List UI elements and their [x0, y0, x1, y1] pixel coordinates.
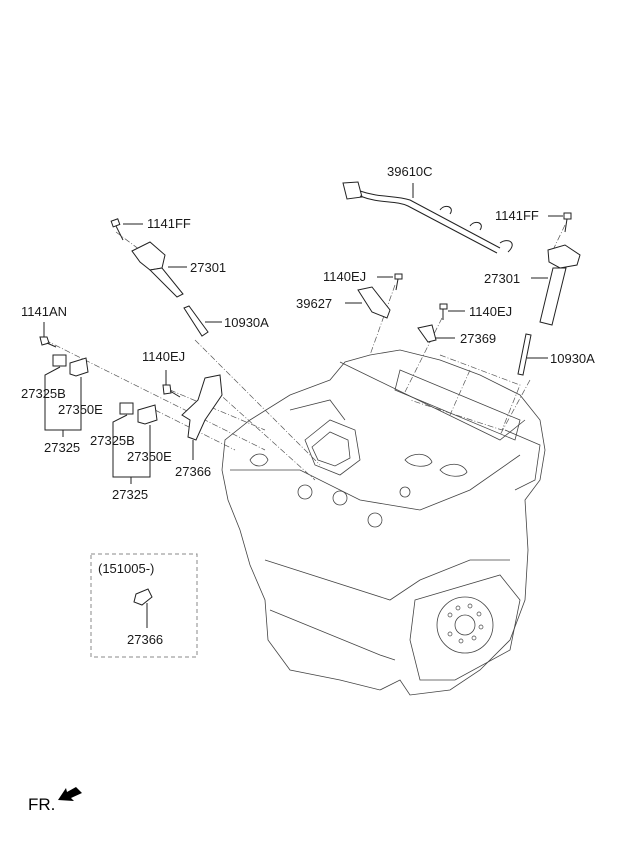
label-1141FF-right[interactable]: 1141FF — [495, 208, 539, 223]
front-indicator: FR. — [28, 795, 56, 814]
label-27325-2[interactable]: 27325 — [112, 487, 149, 502]
label-39610C[interactable]: 39610C — [387, 164, 433, 179]
label-27325-1[interactable]: 27325 — [44, 440, 81, 455]
label-27369[interactable]: 27369 — [460, 331, 497, 346]
label-10930A-left[interactable]: 10930A — [224, 315, 269, 330]
ignition-coil-27301-left[interactable] — [131, 241, 187, 298]
spark-plug-10930A-left[interactable] — [183, 305, 222, 337]
knock-sensor-group-1[interactable] — [44, 354, 89, 437]
label-1140EJ-right[interactable]: 1140EJ — [469, 304, 513, 319]
bolt-1140EJ-right[interactable] — [439, 303, 465, 320]
label-1141AN[interactable]: 1141AN — [21, 304, 68, 319]
bolt-1140EJ-top[interactable] — [377, 273, 403, 291]
label-27325B-1[interactable]: 27325B — [21, 386, 66, 401]
sensor-39627[interactable] — [345, 286, 391, 319]
label-27350E-1[interactable]: 27350E — [58, 402, 103, 417]
label-27301-left[interactable]: 27301 — [190, 260, 227, 275]
bracket-27366[interactable] — [181, 374, 223, 460]
spark-plug-10930A-right[interactable] — [517, 333, 548, 376]
bolt-1141FF-right[interactable] — [548, 212, 572, 233]
sensor-27369[interactable] — [417, 324, 455, 343]
wiring-harness-39610C[interactable] — [342, 181, 513, 254]
label-27366-inset[interactable]: 27366 — [127, 632, 164, 647]
bolt-1141AN[interactable] — [39, 322, 57, 348]
inset-box — [90, 553, 198, 658]
label-27366[interactable]: 27366 — [175, 464, 212, 479]
inset-note: (151005-) — [98, 561, 155, 576]
label-1140EJ-bracket[interactable]: 1140EJ — [142, 349, 186, 364]
label-27350E-2[interactable]: 27350E — [127, 449, 172, 464]
bolt-1140EJ-bracket[interactable] — [162, 370, 181, 398]
ignition-coil-27301-right[interactable] — [531, 244, 581, 326]
label-27301-right[interactable]: 27301 — [484, 271, 521, 286]
front-arrow-icon — [58, 787, 82, 801]
label-27325B-2[interactable]: 27325B — [90, 433, 135, 448]
bolt-1141FF-left[interactable] — [110, 218, 143, 241]
leader-lines — [44, 224, 566, 481]
label-1141FF-left[interactable]: 1141FF — [147, 216, 191, 231]
knock-sensor-group-2[interactable] — [112, 402, 158, 484]
engine-block — [221, 349, 546, 696]
label-10930A-right[interactable]: 10930A — [550, 351, 595, 366]
label-39627[interactable]: 39627 — [296, 296, 333, 311]
label-1140EJ-top[interactable]: 1140EJ — [323, 269, 367, 284]
